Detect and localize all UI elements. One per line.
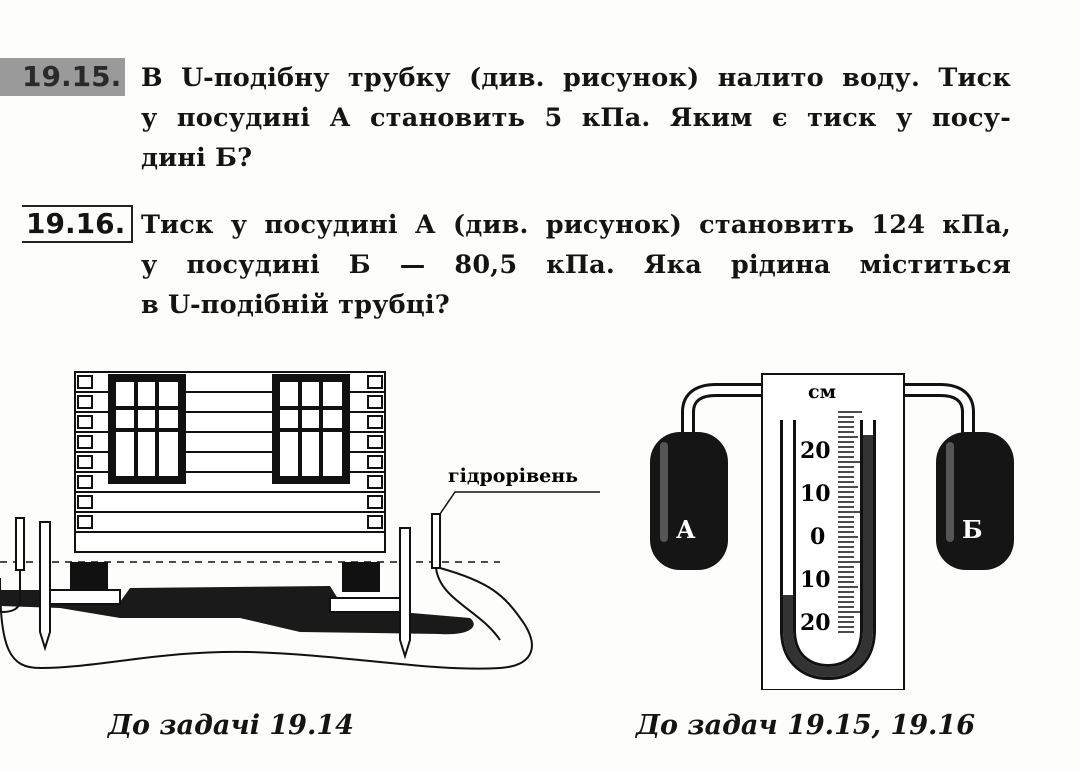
window bbox=[108, 374, 186, 484]
caption-left: До задачі 19.14 bbox=[108, 710, 354, 741]
problem-number: 19.15. bbox=[0, 58, 126, 96]
problem-line: у посудині А становить 5 кПа. Яким є тис… bbox=[141, 103, 1011, 133]
scale-label: 10 bbox=[800, 567, 831, 593]
vessel-b-highlight bbox=[946, 442, 954, 542]
problem-line: дині Б? bbox=[141, 143, 253, 173]
unit-label: см bbox=[808, 381, 836, 403]
hose bbox=[435, 567, 501, 641]
hydrolevel-label: гідрорівень bbox=[448, 465, 578, 487]
scale-ticks bbox=[838, 411, 862, 633]
scale-label: 0 bbox=[810, 524, 825, 550]
problem-text: Тиск у посудині А (див. рисунок) станови… bbox=[141, 205, 1011, 325]
vessel-b-label: Б bbox=[962, 515, 983, 544]
scale-label: 20 bbox=[800, 438, 831, 464]
foundation-block bbox=[70, 562, 108, 592]
problem-line: В U-подібну трубку (див. рисунок) налито… bbox=[141, 63, 1011, 93]
foundation-block bbox=[342, 562, 380, 592]
caption-right: До задач 19.15, 19.16 bbox=[636, 710, 976, 741]
hose bbox=[1, 570, 21, 613]
footing-slab bbox=[49, 589, 121, 605]
problem-number: 19.16. bbox=[22, 205, 134, 243]
window bbox=[272, 374, 350, 484]
footing-slab bbox=[329, 597, 401, 613]
problem-line: Тиск у посудині А (див. рисунок) станови… bbox=[141, 210, 1011, 240]
label-leader bbox=[439, 491, 600, 515]
hydrolevel-figure: гідрорівень bbox=[0, 371, 600, 670]
vessel-a bbox=[650, 432, 728, 570]
vessel-a-label: А bbox=[676, 515, 696, 544]
vessel-a-highlight bbox=[660, 442, 668, 542]
liquid bbox=[783, 435, 873, 678]
vessel-b bbox=[936, 432, 1014, 570]
problem-text: В U-подібну трубку (див. рисунок) налито… bbox=[141, 58, 1011, 178]
manometer-figure: см 20 10 0 10 20 А Б bbox=[650, 373, 1014, 690]
scale-label: 10 bbox=[800, 481, 831, 507]
scale-label: 20 bbox=[800, 610, 831, 636]
ground-outline bbox=[0, 567, 533, 670]
soil-band bbox=[0, 586, 474, 635]
problem-line: у посудині Б — 80,5 кПа. Яка рідина міст… bbox=[141, 250, 1011, 280]
problem-line: в U-подібній трубці? bbox=[141, 290, 450, 320]
